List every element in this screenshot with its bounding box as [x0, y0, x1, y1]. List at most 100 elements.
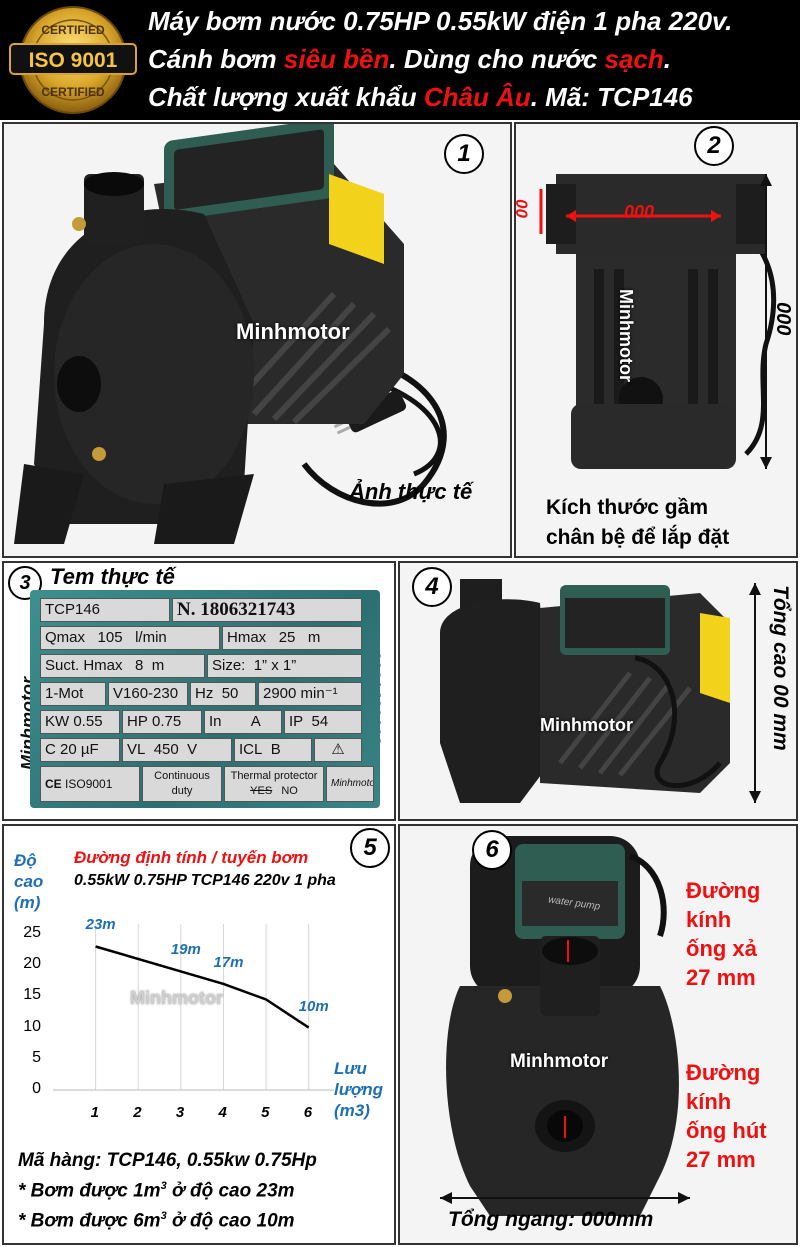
- chart-data-label: 19m: [170, 941, 201, 959]
- info-line-1: Mã hàng: TCP146, 0.55kw 0.75Hp: [18, 1150, 317, 1171]
- outlet-line4: 27 mm: [686, 965, 756, 990]
- plate-c-label: C: [45, 741, 56, 758]
- chart-ytick-label: 20: [23, 955, 41, 973]
- header-line-3-part: Chất lượng xuất khẩu: [148, 82, 424, 112]
- panel-pump-curve: [2, 824, 396, 1245]
- plate-hz-value: 50: [221, 685, 239, 702]
- plate-capacitor: C 20 µF: [40, 738, 120, 762]
- plate-size: Size: 1” x 1”: [207, 654, 362, 678]
- panel6-watermark: Minhmotor: [510, 1051, 609, 1072]
- plate-thermal-options: YES NO: [229, 784, 319, 799]
- header-line-2-part: .: [663, 44, 672, 74]
- header-line-1: Máy bơm nước 0.75HP 0.55kW điện 1 pha 22…: [148, 6, 733, 36]
- plate-size-label: Size:: [212, 657, 246, 674]
- plate-thermal-label: Thermal protector: [230, 770, 318, 782]
- plate-in-label: In: [209, 713, 222, 730]
- chart-ytick-label: 0: [32, 1080, 41, 1097]
- plate-hmax: Hmax 25 m: [222, 626, 362, 650]
- plate-suct-unit: m: [151, 657, 165, 674]
- plate-vl-unit: V: [187, 741, 198, 758]
- panel1-caption: Ảnh thực tế: [349, 479, 473, 504]
- chart-ylabel-line1: Độ: [14, 851, 37, 870]
- panel-base-dimensions: 00 000 000 Minhmotor 2 Kích thước gầm ch…: [514, 122, 798, 558]
- inlet-line4: 27 mm: [686, 1147, 756, 1172]
- plate-serial: N. 1806321743: [172, 598, 362, 622]
- plate-frequency: Hz 50: [190, 682, 256, 706]
- plate-hz-label: Hz: [195, 685, 214, 702]
- panel2-number-badge: 2: [694, 126, 734, 166]
- panel2-dim-side: 00: [514, 199, 531, 218]
- outlet-line1: Đường: [686, 878, 761, 903]
- plate-model: TCP146: [40, 598, 170, 622]
- pump-bottom-view-image: [516, 124, 796, 556]
- chart-xtick-label: 1: [90, 1104, 99, 1121]
- nameplate-label: TCP146 N. 1806321743 Qmax 105 l/min Hmax…: [30, 590, 380, 808]
- plate-hp-label: HP: [127, 713, 148, 730]
- plate-vl-value: 450: [153, 741, 179, 758]
- panel6-total-width: Tổng ngang: 000mm: [448, 1208, 654, 1231]
- seal-top-text: CERTIFIED: [41, 23, 105, 37]
- plate-phase: 1-Mot: [40, 682, 106, 706]
- panel1-number-badge: 1: [444, 134, 484, 174]
- plate-hmax-value: 25: [278, 629, 296, 646]
- plate-hp-value: 0.75: [152, 713, 182, 730]
- panel-side-view: Minhmotor 4 Tổng cao 00 mm: [398, 561, 798, 821]
- pump-side-photo-image: [400, 563, 796, 819]
- plate-current: In A: [204, 710, 282, 734]
- inlet-line3: ống hút: [686, 1118, 767, 1143]
- plate-thermal-yes: YES: [250, 785, 273, 797]
- plate-ce-mark: CE: [45, 777, 62, 791]
- chart-xtick-label: 4: [218, 1104, 227, 1121]
- plate-vl-label: VL: [127, 741, 146, 758]
- outlet-line2: kính: [686, 907, 732, 932]
- panel1-watermark: Minhmotor: [236, 319, 350, 344]
- plate-c-value: 20 µF: [60, 741, 99, 758]
- seal-iso-text: ISO 9001: [29, 49, 118, 72]
- panel4-total-height: Tổng cao 00 mm: [769, 585, 792, 751]
- chart-xtick-label: 3: [175, 1104, 185, 1121]
- header-line-3: Chất lượng xuất khẩu Châu Âu. Mã: TCP146: [148, 82, 693, 113]
- plate-voltage: V160-230: [108, 682, 188, 706]
- plate-duty-line1: Continuous: [154, 770, 210, 782]
- header-line-2: Cánh bơm siêu bền. Dùng cho nước sạch.: [148, 44, 671, 75]
- plate-suct-label: Suct. Hmax: [45, 657, 123, 674]
- info-line-3-b: ở độ cao 10m: [166, 1210, 295, 1232]
- plate-certifications: CE ISO9001: [40, 766, 140, 802]
- plate-icl-label: ICL: [239, 741, 263, 758]
- chart-data-label: 17m: [213, 953, 244, 971]
- plate-size-value: 1” x 1”: [253, 657, 297, 674]
- warning-triangle-icon: ⚠: [314, 738, 362, 762]
- plate-qmax-value: 105: [97, 629, 123, 646]
- plate-vl: VL 450 V: [122, 738, 232, 762]
- plate-thermal-no: NO: [281, 785, 298, 797]
- inlet-line1: Đường: [686, 1060, 761, 1085]
- chart-ytick-label: 5: [32, 1048, 41, 1066]
- pump-front-photo-image: [400, 826, 796, 1243]
- header-line-2-part: Cánh bơm: [148, 44, 284, 74]
- plate-hmax-unit: m: [307, 629, 321, 646]
- plate-kw: KW 0.55: [40, 710, 120, 734]
- chart-ytick-label: 25: [23, 924, 41, 941]
- panel4-number-badge: 4: [412, 567, 452, 607]
- chart-series-line: [95, 945, 310, 1029]
- chart-xlabel-line1: Lưu: [334, 1059, 367, 1078]
- plate-icl-value: B: [270, 741, 281, 758]
- header-banner: ISO 9001 CERTIFIED CERTIFIED Máy bơm nướ…: [0, 0, 800, 120]
- plate-ip: IP 54: [284, 710, 362, 734]
- header-line-2-highlight: sạch: [604, 44, 664, 74]
- header-line-2-highlight: siêu bền: [283, 44, 390, 74]
- plate-kw-value: 0.55: [73, 713, 103, 730]
- chart-data-label: 23m: [85, 916, 116, 934]
- plate-qmax: Qmax 105 l/min: [40, 626, 220, 650]
- chart-watermark: Minhmotor: [130, 988, 223, 1008]
- chart-xlabel-line3: (m3): [334, 1101, 370, 1120]
- info-line-3: * Bơm được 6m3 ở độ cao 10m: [18, 1210, 295, 1232]
- plate-qmax-unit: l/min: [135, 629, 167, 646]
- plate-ip-label: IP: [289, 713, 304, 730]
